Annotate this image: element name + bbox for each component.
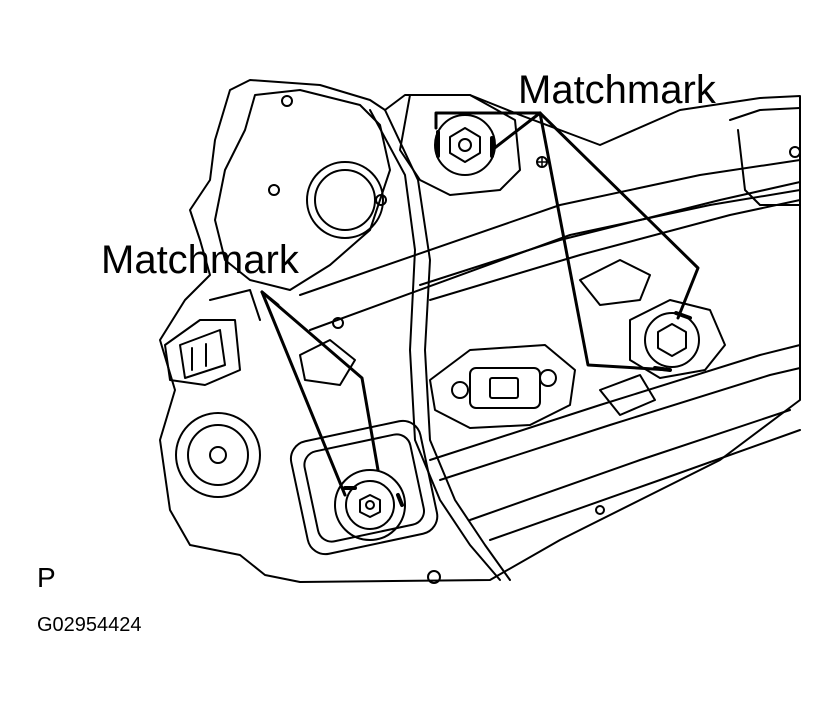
view-code: P [37,562,56,593]
left-connector [164,289,261,386]
top-callout-leaders [434,111,700,372]
left-bushing [175,412,261,498]
upper-bore [306,161,384,239]
right-nut [629,299,726,379]
rail-lower [429,344,801,461]
top-nut [399,94,521,196]
matchmark-label-top: Matchmark [518,68,716,112]
upper-plate [214,89,391,291]
figure-id: G02954424 [37,614,142,636]
spine [369,109,501,581]
left-socket [289,419,439,556]
housing-outline [159,79,801,583]
left-callout-leaders [260,290,380,497]
center-connector [429,344,576,429]
rail-upper [299,159,801,296]
right-frame [729,107,801,121]
matchmark-label-left: Matchmark [101,238,299,282]
